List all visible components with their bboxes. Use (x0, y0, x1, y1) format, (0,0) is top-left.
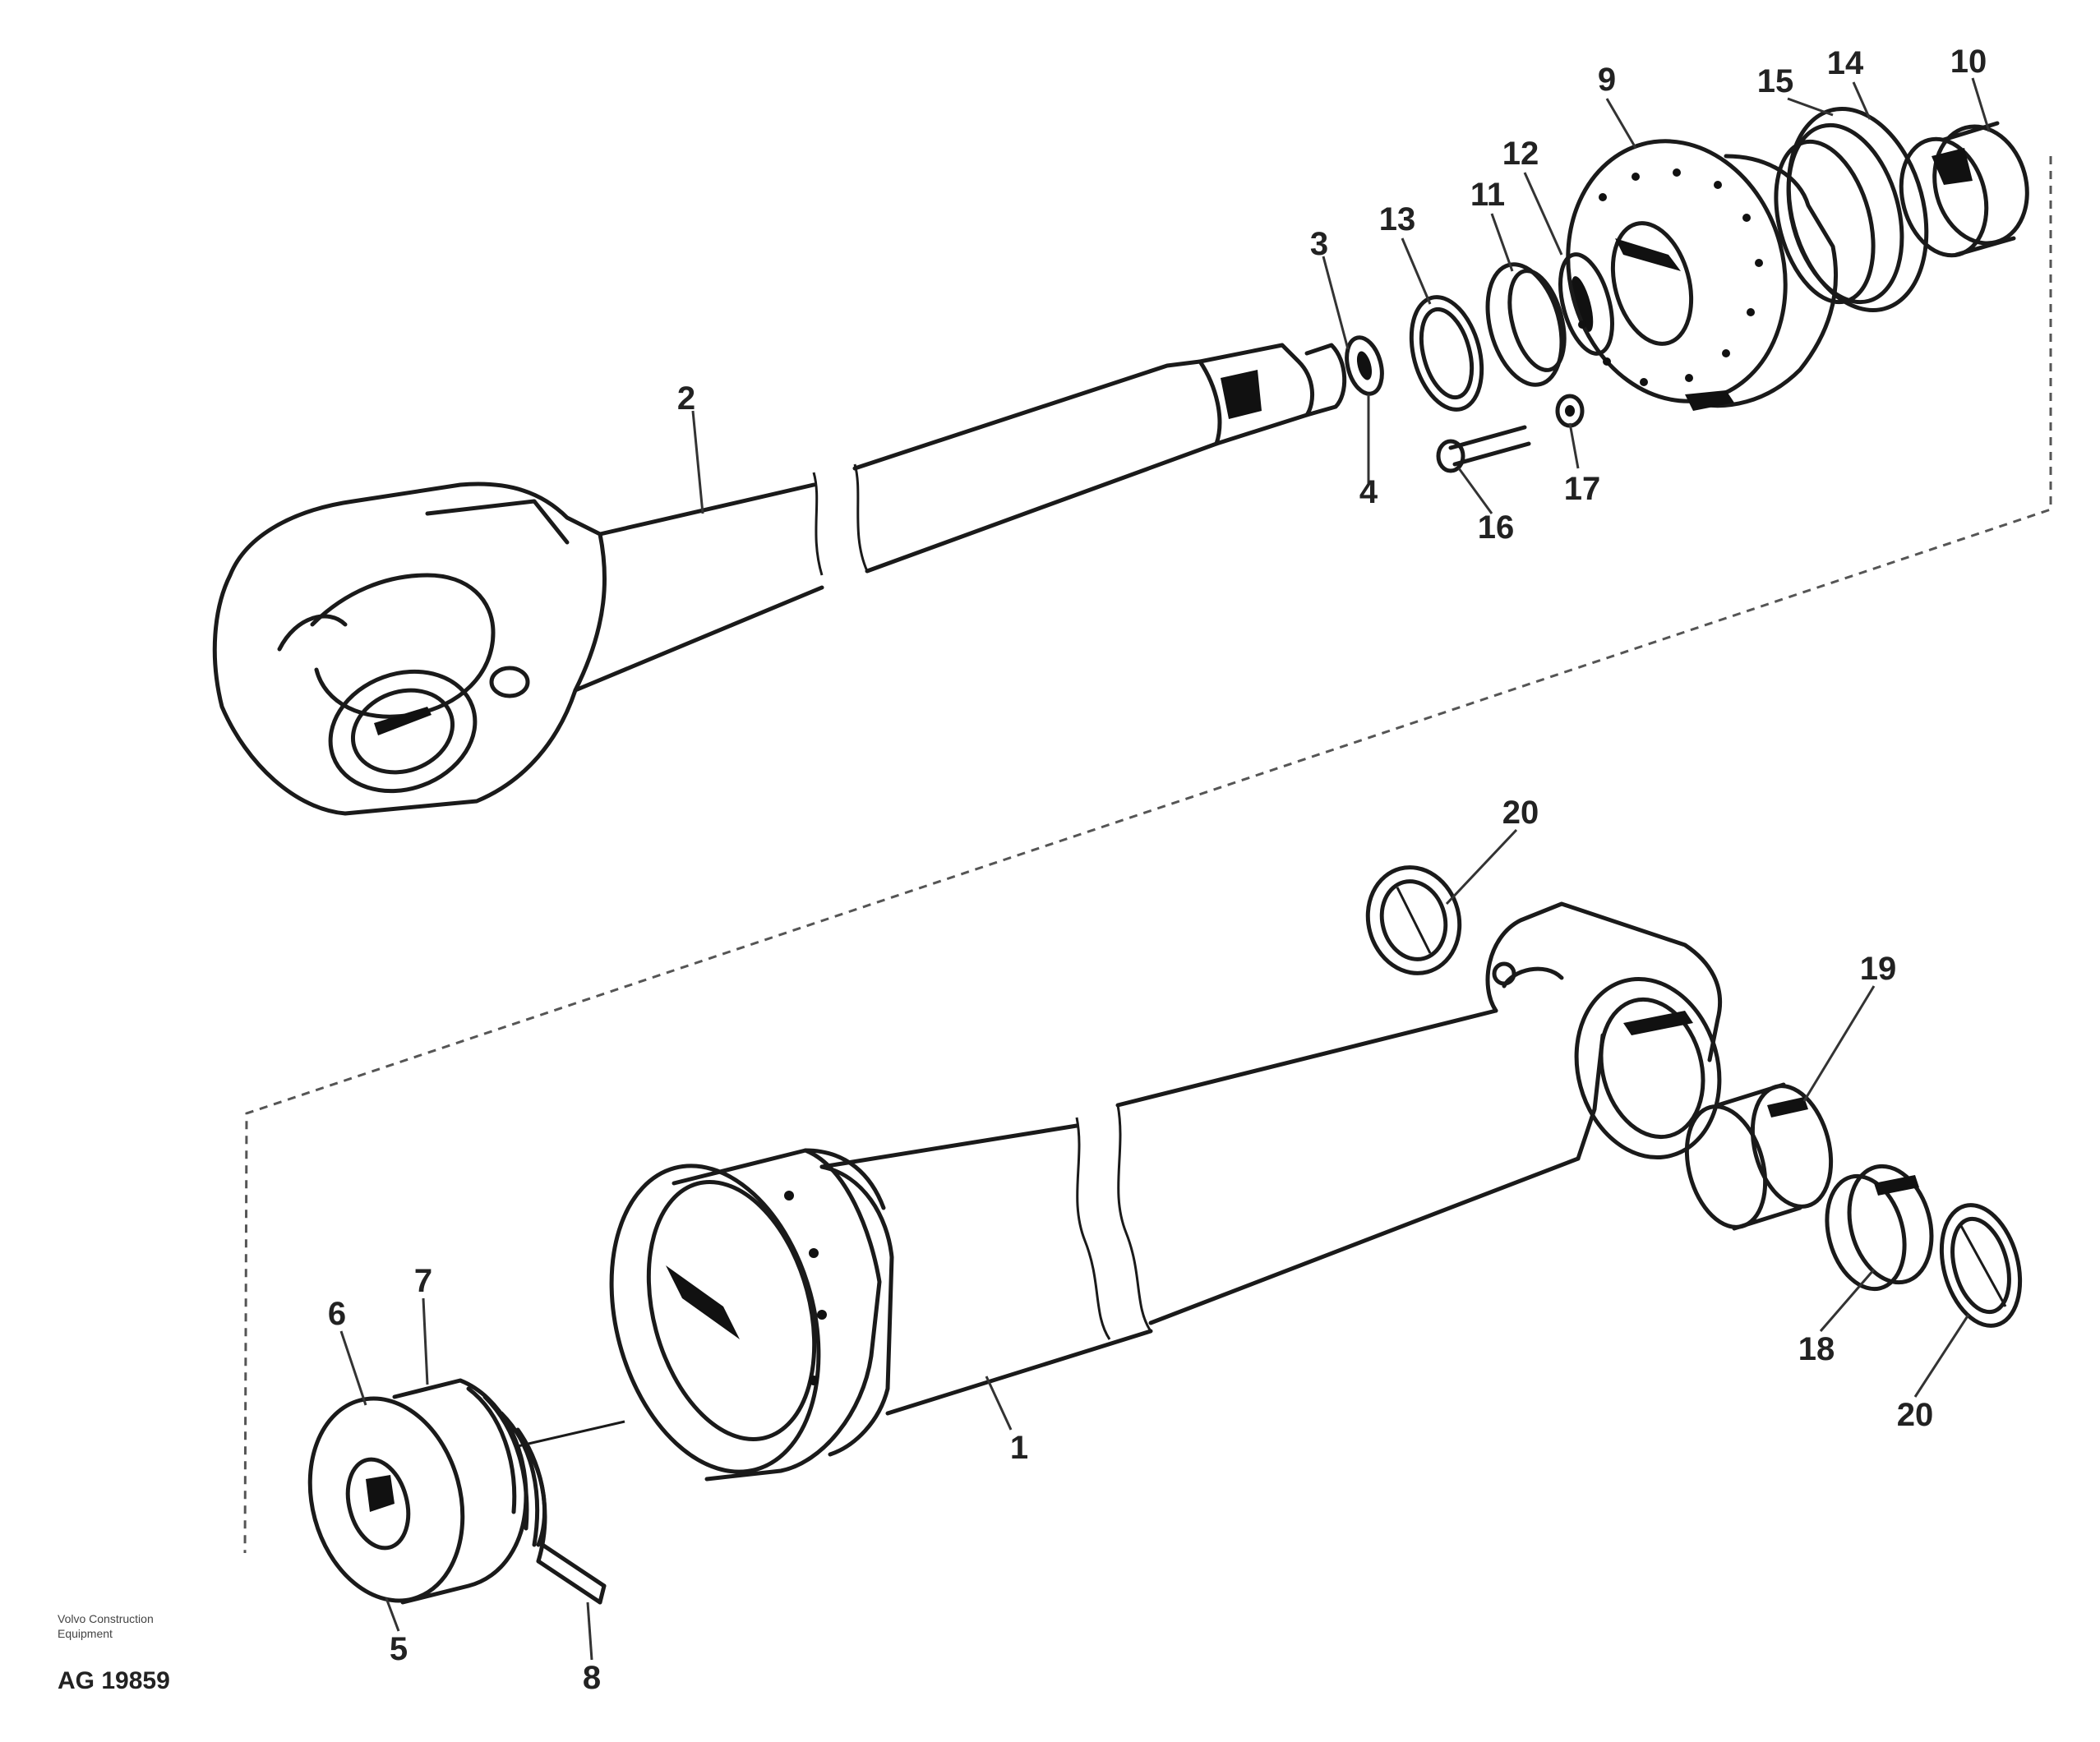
part-labels: 2 3 4 13 11 12 9 15 14 10 16 17 20 19 18… (328, 44, 1987, 1696)
part-label-15: 15 (1757, 63, 1794, 99)
part-label-20-bottom: 20 (1897, 1397, 1934, 1433)
part-label-10: 10 (1950, 44, 1987, 80)
part-label-2: 2 (677, 380, 695, 417)
centerline (517, 1420, 625, 1448)
part-label-4: 4 (1359, 474, 1378, 510)
part-label-8: 8 (583, 1660, 601, 1696)
bolt-and-washer (1436, 394, 1585, 473)
part-label-20-top: 20 (1502, 795, 1539, 831)
piston-rod (212, 343, 1347, 816)
part-label-1: 1 (1010, 1430, 1028, 1466)
part-label-17: 17 (1564, 471, 1601, 507)
part-label-14: 14 (1827, 45, 1864, 81)
eye-bearings (1365, 865, 2023, 1328)
piston (1566, 139, 1839, 411)
rod-end-seals (1345, 252, 1614, 412)
part-label-7: 7 (414, 1263, 432, 1299)
part-label-9: 9 (1598, 62, 1616, 98)
piston-nut (307, 1378, 607, 1605)
cylinder-tube (609, 901, 1723, 1482)
part-label-11: 11 (1470, 177, 1505, 213)
footer: Volvo Construction Equipment AG 19859 (58, 1612, 170, 1694)
part-label-12: 12 (1502, 136, 1539, 172)
piston-rings (1774, 106, 2029, 313)
part-label-6: 6 (328, 1296, 346, 1332)
part-label-13: 13 (1379, 201, 1416, 237)
part-label-5: 5 (390, 1631, 408, 1667)
part-label-18: 18 (1798, 1331, 1835, 1367)
part-label-19: 19 (1860, 951, 1897, 987)
maker-line-1: Volvo Construction (58, 1612, 154, 1625)
leaders (339, 77, 1991, 1661)
part-label-3: 3 (1310, 226, 1328, 262)
maker-line-2: Equipment (58, 1627, 113, 1640)
part-label-16: 16 (1478, 509, 1515, 546)
drawing-code: AG 19859 (58, 1667, 170, 1694)
assembly-dashed-line (243, 156, 2052, 1554)
